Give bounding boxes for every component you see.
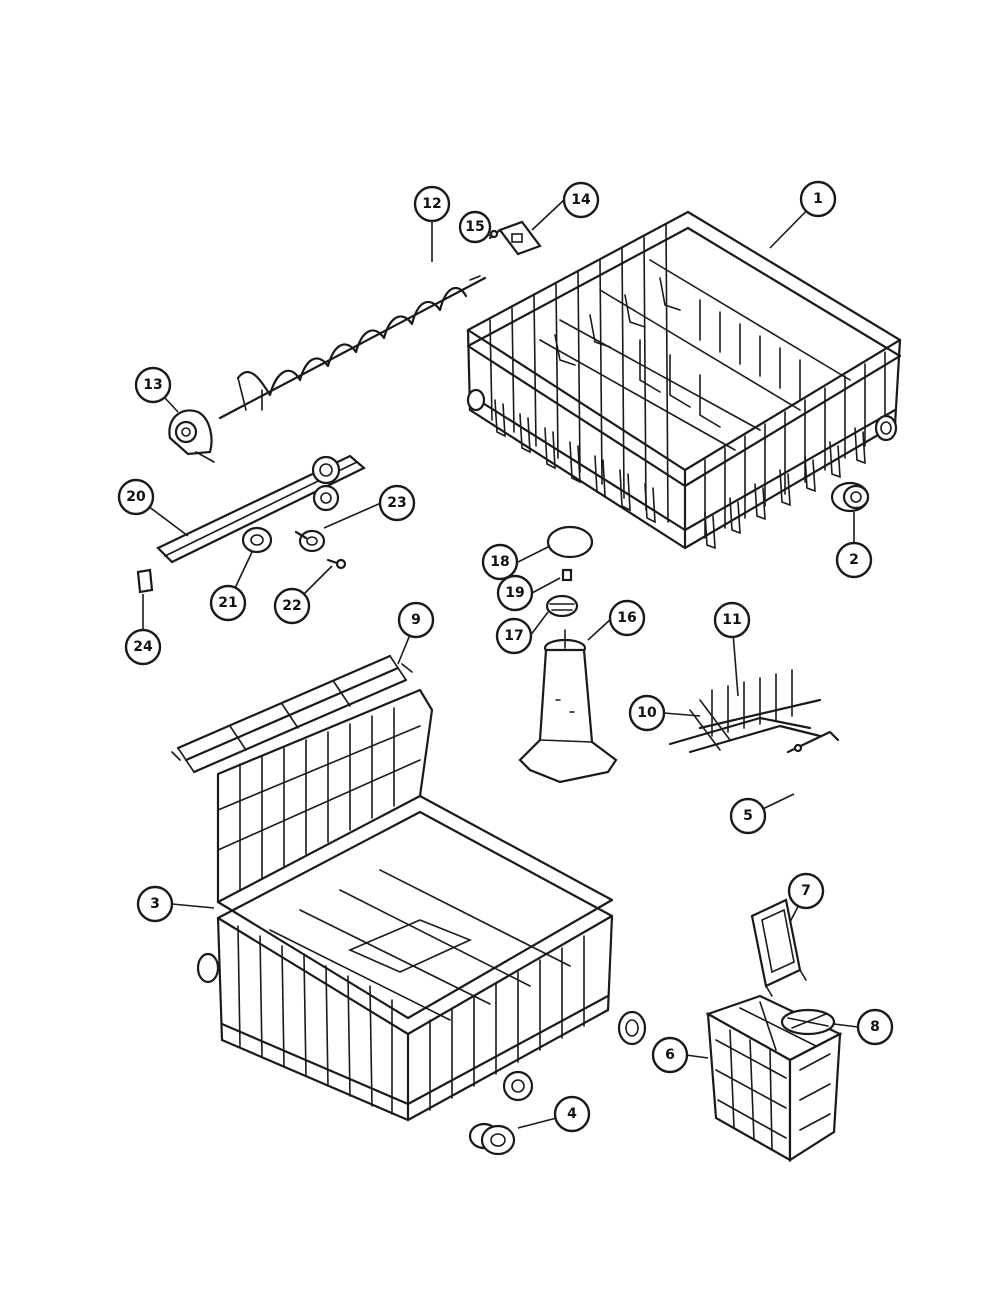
small-pin bbox=[488, 228, 502, 240]
axle-wheel bbox=[294, 529, 326, 553]
stem bbox=[561, 568, 573, 582]
tine-row-rod bbox=[218, 275, 487, 420]
svg-text:21: 21 bbox=[218, 595, 237, 611]
svg-text:11: 11 bbox=[722, 612, 741, 628]
svg-text:18: 18 bbox=[490, 554, 509, 570]
callout-4: 4 bbox=[553, 1095, 591, 1133]
svg-text:4: 4 bbox=[567, 1106, 577, 1122]
svg-text:7: 7 bbox=[801, 883, 811, 899]
clip-plate bbox=[498, 220, 542, 256]
lower-rack-wheel bbox=[468, 1122, 516, 1156]
nut bbox=[545, 594, 579, 618]
callout-14: 14 bbox=[562, 181, 600, 219]
spray-tower bbox=[518, 629, 618, 784]
adjuster-gear bbox=[168, 409, 215, 463]
upper-rack bbox=[466, 210, 902, 550]
callout-24: 24 bbox=[124, 628, 162, 666]
slide-rail bbox=[156, 454, 366, 564]
svg-text:14: 14 bbox=[571, 192, 591, 208]
svg-text:1: 1 bbox=[813, 191, 823, 207]
svg-text:3: 3 bbox=[150, 896, 160, 912]
callout-9: 9 bbox=[397, 601, 435, 639]
callout-1: 1 bbox=[799, 180, 837, 218]
tine-insert bbox=[668, 669, 822, 754]
callout-16: 16 bbox=[608, 599, 646, 637]
callout-15: 15 bbox=[458, 210, 492, 244]
callout-17: 17 bbox=[495, 617, 533, 655]
callout-10: 10 bbox=[628, 694, 666, 732]
callout-7: 7 bbox=[787, 872, 825, 910]
utensil-holder bbox=[780, 1008, 836, 1036]
silverware-basket bbox=[705, 994, 843, 1163]
callout-20: 20 bbox=[117, 478, 155, 516]
lower-rack bbox=[196, 688, 647, 1122]
rack-clip bbox=[786, 730, 840, 754]
upper-rack-wheel bbox=[830, 481, 870, 513]
callout-23: 23 bbox=[378, 484, 416, 522]
callout-22: 22 bbox=[273, 587, 311, 625]
screw bbox=[326, 558, 347, 570]
leader-lines bbox=[135, 198, 859, 1129]
callout-12: 12 bbox=[413, 185, 451, 223]
svg-text:20: 20 bbox=[126, 489, 146, 505]
callout-11: 11 bbox=[713, 601, 751, 639]
rail-wheel bbox=[241, 526, 273, 554]
svg-text:12: 12 bbox=[422, 196, 441, 212]
svg-text:16: 16 bbox=[617, 610, 636, 626]
callout-6: 6 bbox=[651, 1036, 689, 1074]
callout-8: 8 bbox=[856, 1008, 894, 1046]
svg-text:2: 2 bbox=[849, 552, 859, 568]
cup-shelf bbox=[171, 654, 413, 774]
callout-5: 5 bbox=[729, 797, 767, 835]
svg-text:24: 24 bbox=[133, 639, 153, 655]
svg-text:9: 9 bbox=[411, 612, 421, 628]
svg-text:5: 5 bbox=[743, 808, 753, 824]
callout-2: 2 bbox=[835, 541, 873, 579]
svg-text:22: 22 bbox=[282, 598, 301, 614]
callout-19: 19 bbox=[496, 574, 534, 612]
svg-text:15: 15 bbox=[465, 219, 484, 235]
stop-clip bbox=[136, 568, 154, 594]
svg-text:23: 23 bbox=[387, 495, 406, 511]
callout-3: 3 bbox=[136, 885, 174, 923]
callout-13: 13 bbox=[134, 366, 172, 404]
svg-text:10: 10 bbox=[637, 705, 657, 721]
svg-text:13: 13 bbox=[143, 377, 162, 393]
callout-21: 21 bbox=[209, 584, 247, 622]
svg-text:6: 6 bbox=[665, 1047, 675, 1063]
callout-18: 18 bbox=[481, 543, 519, 581]
basket-lid bbox=[750, 898, 807, 997]
svg-text:8: 8 bbox=[870, 1019, 880, 1035]
cap bbox=[546, 525, 594, 559]
svg-text:17: 17 bbox=[504, 628, 523, 644]
svg-text:19: 19 bbox=[505, 585, 524, 601]
